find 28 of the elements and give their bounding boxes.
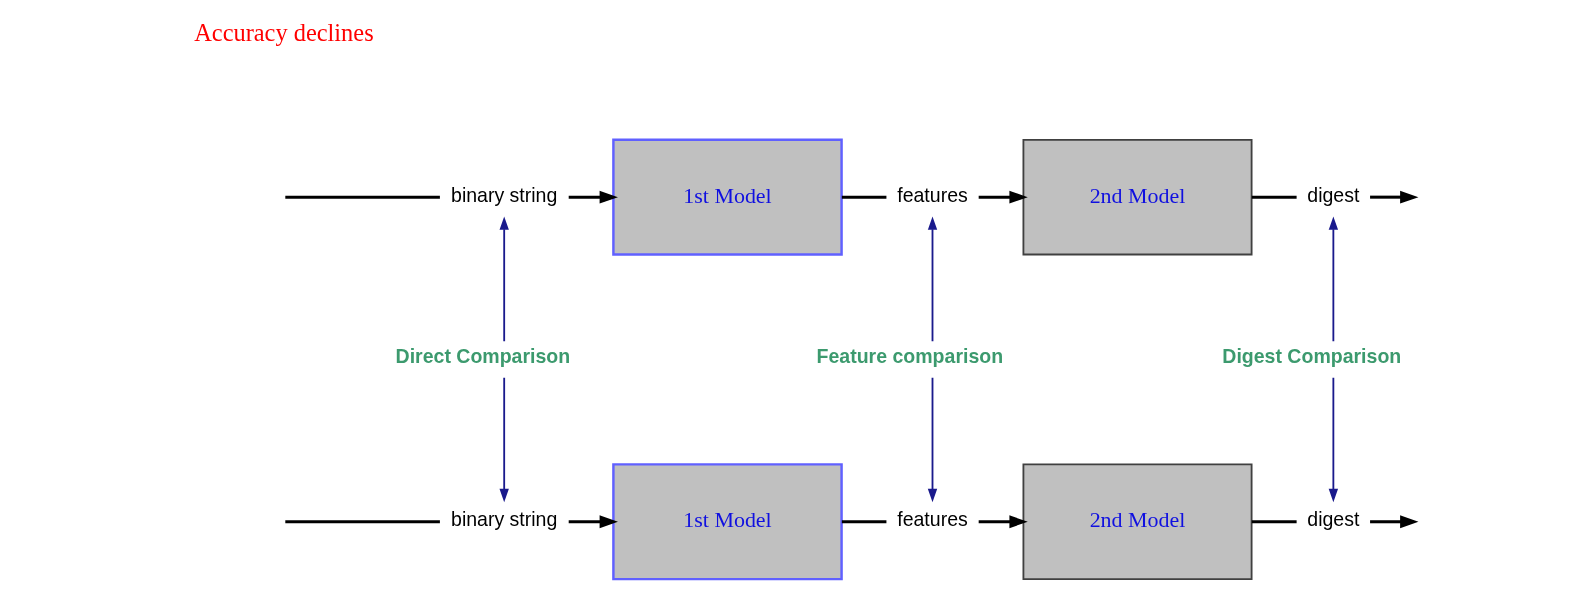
- node-text: features: [896, 183, 968, 206]
- edge-label: Direct Comparison: [395, 344, 570, 367]
- edge-label: Feature comparison: [816, 344, 1003, 367]
- node-text: binary string: [450, 508, 557, 531]
- node-box: 1st Model: [611, 463, 843, 581]
- connector: [284, 520, 440, 524]
- arrow: [1369, 515, 1418, 529]
- node-box: 2nd Model: [1022, 138, 1252, 256]
- arrow: [978, 190, 1028, 204]
- arrow: [1369, 190, 1418, 204]
- connector: [1251, 195, 1297, 199]
- arrow: [978, 515, 1028, 529]
- node-text: binary string: [450, 183, 557, 206]
- node-text: features: [896, 508, 968, 531]
- connector: [284, 195, 440, 199]
- arrow: [568, 190, 618, 204]
- connector: [841, 520, 886, 524]
- node-text: digest: [1306, 508, 1359, 531]
- connector: [841, 195, 886, 199]
- node-text: digest: [1306, 183, 1359, 206]
- edge-label: Digest Comparison: [1221, 344, 1401, 367]
- node-box: 2nd Model: [1022, 463, 1252, 580]
- arrow: [568, 515, 618, 529]
- connector: [1251, 520, 1297, 524]
- node-box: 1st Model: [611, 138, 843, 256]
- arrow: [927, 216, 937, 503]
- arrow: [498, 216, 509, 503]
- label: Accuracy declines: [193, 18, 374, 46]
